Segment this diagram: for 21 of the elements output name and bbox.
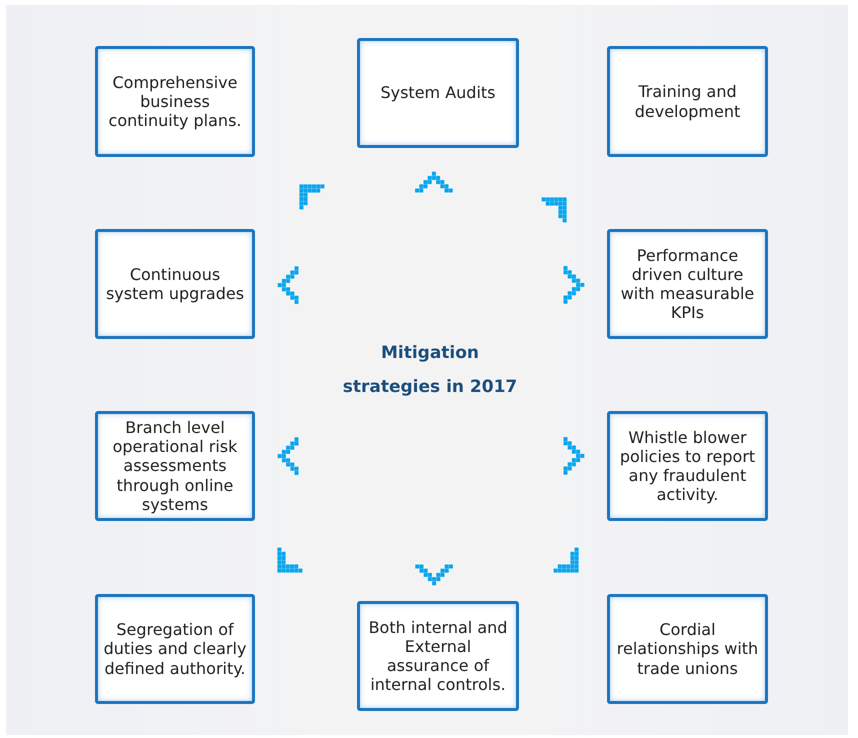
box-text: Continuous system upgrades (104, 264, 246, 304)
text-box (357, 38, 519, 148)
box-text: System Audits (380, 83, 496, 103)
box-text: Both internal and External assurance of internal controls. (368, 618, 508, 694)
box-text: Comprehensive business continuity plans. (108, 72, 242, 130)
box-text: Branch level operational risk assessments through online systems (112, 418, 238, 514)
text-box (95, 411, 255, 521)
box-text: Performance driven culture with measurable KPIs (620, 246, 756, 322)
box-text: Whistle blower policies to report any fraudulent activity. (618, 428, 756, 504)
text-box (607, 411, 768, 521)
box-text: Training and development (634, 82, 742, 121)
text-box (95, 46, 255, 157)
text-box (95, 229, 255, 339)
box-text: Cordial relationships with trade unions (616, 620, 760, 678)
text-box (607, 594, 768, 704)
box-text: Segregation of duties and clearly defined authority. (102, 620, 248, 678)
text-box (95, 594, 255, 704)
text-box (607, 46, 768, 157)
text-box (357, 601, 519, 711)
text-box (607, 229, 768, 339)
heading: Mitigation strategies in 2017 (342, 342, 518, 399)
